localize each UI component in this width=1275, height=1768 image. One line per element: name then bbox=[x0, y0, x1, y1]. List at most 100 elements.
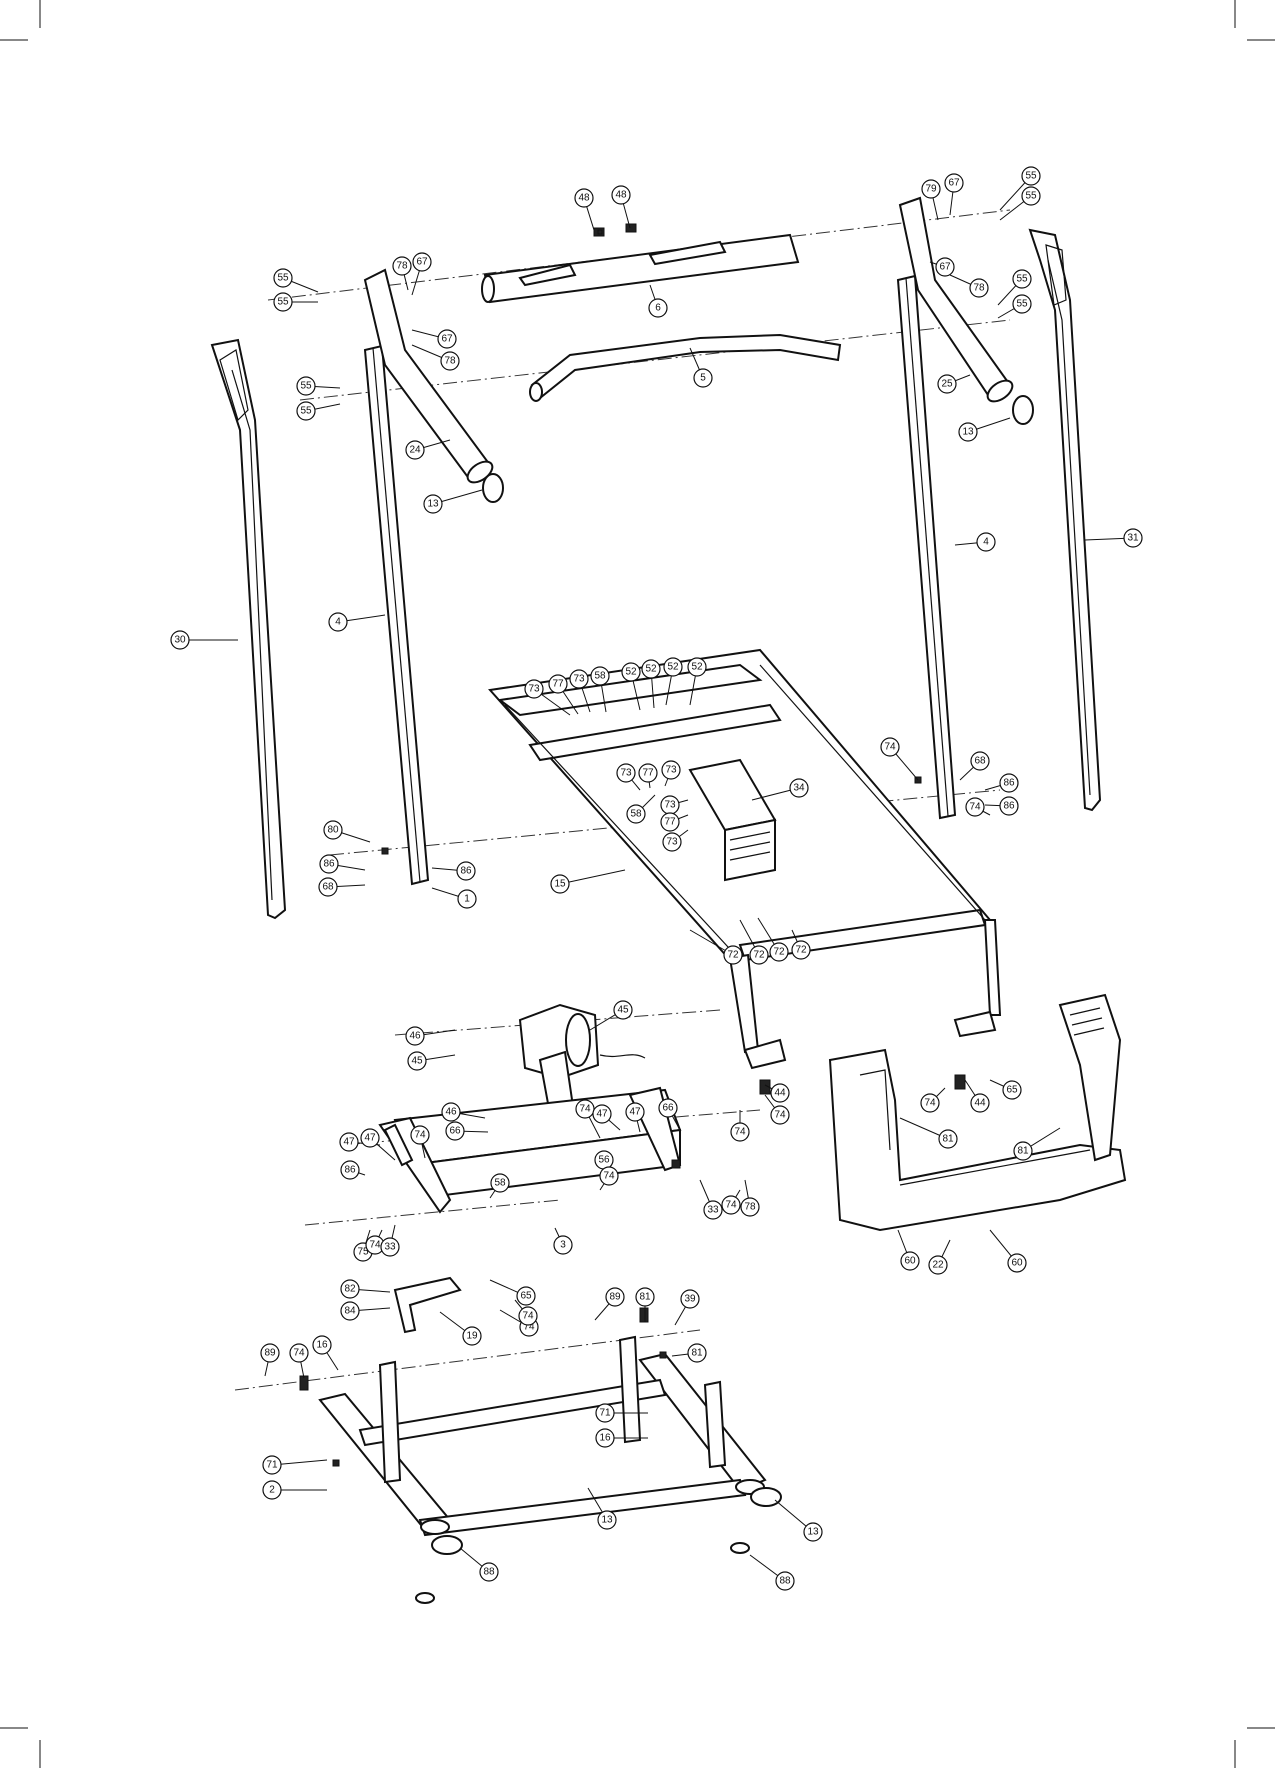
callout-circle bbox=[611, 185, 631, 205]
callout-number: 89 bbox=[264, 1348, 276, 1359]
callout-number: 80 bbox=[327, 825, 339, 836]
callout-52: 52 bbox=[687, 657, 707, 677]
fasteners bbox=[299, 229, 966, 1467]
callout-74: 74 bbox=[880, 737, 900, 757]
callout-number: 1 bbox=[464, 894, 470, 905]
callout-number: 74 bbox=[523, 1322, 535, 1333]
callout-circle bbox=[970, 751, 990, 771]
callout-circle bbox=[1002, 1080, 1022, 1100]
callout-74: 74 bbox=[920, 1093, 940, 1113]
callout-73: 73 bbox=[524, 679, 544, 699]
callout-circle bbox=[775, 1571, 795, 1591]
callout-circle bbox=[663, 657, 683, 677]
callout-circle bbox=[976, 532, 996, 552]
callout-33: 33 bbox=[703, 1200, 723, 1220]
callout-52: 52 bbox=[621, 662, 641, 682]
callout-circle bbox=[938, 1129, 958, 1149]
callout-number: 86 bbox=[344, 1165, 356, 1176]
callout-number: 72 bbox=[795, 945, 807, 956]
callout-circle bbox=[693, 368, 713, 388]
callout-circle bbox=[323, 820, 343, 840]
callout-67: 67 bbox=[935, 257, 955, 277]
callout-89: 89 bbox=[260, 1343, 280, 1363]
callout-circle bbox=[462, 1326, 482, 1346]
callout-circle bbox=[740, 1197, 760, 1217]
callout-25: 25 bbox=[937, 374, 957, 394]
callout-81: 81 bbox=[938, 1129, 958, 1149]
callout-circle bbox=[548, 674, 568, 694]
callout-circle bbox=[550, 874, 570, 894]
callout-circle bbox=[392, 256, 412, 276]
callout-number: 48 bbox=[615, 190, 627, 201]
callout-circle bbox=[318, 877, 338, 897]
callout-circle bbox=[289, 1343, 309, 1363]
callout-number: 88 bbox=[483, 1567, 495, 1578]
callout-circle bbox=[935, 257, 955, 277]
callout-number: 44 bbox=[974, 1098, 986, 1109]
callout-circle bbox=[1012, 269, 1032, 289]
callout-number: 78 bbox=[973, 283, 985, 294]
callout-13: 13 bbox=[803, 1522, 823, 1542]
callout-number: 67 bbox=[416, 257, 428, 268]
callout-24: 24 bbox=[405, 440, 425, 460]
callout-number: 74 bbox=[369, 1240, 381, 1251]
callout-circle bbox=[412, 252, 432, 272]
callout-number: 39 bbox=[684, 1294, 696, 1305]
callout-74: 74 bbox=[599, 1166, 619, 1186]
callout-number: 60 bbox=[1011, 1258, 1023, 1269]
callout-circle bbox=[999, 796, 1019, 816]
callout-number: 55 bbox=[1025, 191, 1037, 202]
callout-number: 4 bbox=[983, 537, 989, 548]
callout-55: 55 bbox=[1021, 166, 1041, 186]
callout-72: 72 bbox=[749, 945, 769, 965]
callout-86: 86 bbox=[999, 796, 1019, 816]
callout-circle bbox=[595, 1403, 615, 1423]
callout-number: 72 bbox=[773, 947, 785, 958]
callout-48: 48 bbox=[574, 188, 594, 208]
callout-46: 46 bbox=[441, 1102, 461, 1122]
callout-81: 81 bbox=[687, 1343, 707, 1363]
callout-circle bbox=[769, 942, 789, 962]
callout-58: 58 bbox=[590, 666, 610, 686]
callout-number: 78 bbox=[744, 1202, 756, 1213]
callout-number: 73 bbox=[666, 837, 678, 848]
callout-6: 6 bbox=[648, 298, 668, 318]
callout-74: 74 bbox=[770, 1105, 790, 1125]
callout-88: 88 bbox=[479, 1562, 499, 1582]
callout-number: 73 bbox=[664, 800, 676, 811]
callout-77: 77 bbox=[660, 812, 680, 832]
callout-15: 15 bbox=[550, 874, 570, 894]
callout-77: 77 bbox=[548, 674, 568, 694]
callout-number: 55 bbox=[1016, 299, 1028, 310]
callout-number: 46 bbox=[445, 1107, 457, 1118]
callout-circle bbox=[590, 666, 610, 686]
callout-number: 24 bbox=[409, 445, 421, 456]
callout-44: 44 bbox=[970, 1093, 990, 1113]
callout-72: 72 bbox=[769, 942, 789, 962]
callout-number: 5 bbox=[700, 373, 706, 384]
callout-circle bbox=[516, 1286, 536, 1306]
callout-number: 77 bbox=[552, 679, 564, 690]
callout-circle bbox=[749, 945, 769, 965]
callout-number: 74 bbox=[725, 1200, 737, 1211]
callout-60: 60 bbox=[1007, 1253, 1027, 1273]
callout-circle bbox=[969, 278, 989, 298]
callout-circle bbox=[170, 630, 190, 650]
callout-circle bbox=[319, 854, 339, 874]
callout-67: 67 bbox=[412, 252, 432, 272]
callout-circle bbox=[1021, 166, 1041, 186]
callout-number: 6 bbox=[655, 303, 661, 314]
callout-circle bbox=[970, 1093, 990, 1113]
callout-circle bbox=[273, 292, 293, 312]
callout-number: 55 bbox=[1025, 171, 1037, 182]
callout-circle bbox=[648, 298, 668, 318]
callout-66: 66 bbox=[445, 1121, 465, 1141]
callout-circle bbox=[789, 778, 809, 798]
callout-33: 33 bbox=[380, 1237, 400, 1257]
callout-circle bbox=[730, 1122, 750, 1142]
callout-circle bbox=[999, 773, 1019, 793]
callout-number: 73 bbox=[528, 684, 540, 695]
callout-number: 45 bbox=[411, 1056, 423, 1067]
callout-circle bbox=[410, 1125, 430, 1145]
callout-number: 82 bbox=[344, 1284, 356, 1295]
